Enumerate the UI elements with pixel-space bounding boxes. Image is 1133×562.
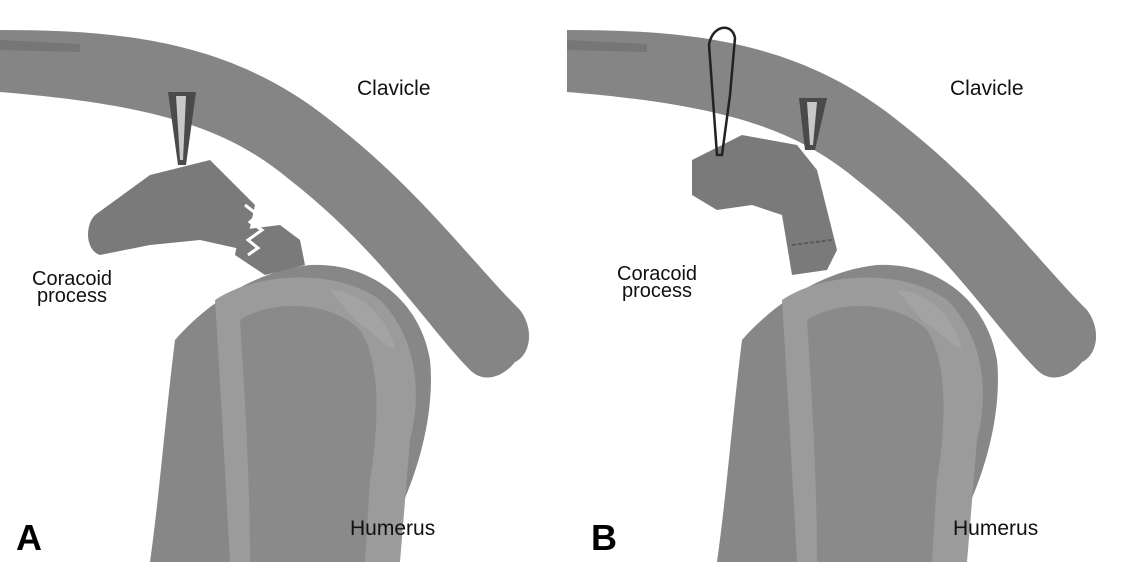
clavicle-label: Clavicle xyxy=(950,78,1024,99)
clavicle-label: Clavicle xyxy=(357,78,431,99)
panel-a: Clavicle Coracoid process Humerus A xyxy=(0,0,566,562)
humerus-label: Humerus xyxy=(953,518,1038,539)
coracoid-fixed xyxy=(692,135,837,275)
coracoid-label-line2: process xyxy=(32,288,112,305)
panel-letter: B xyxy=(591,520,617,556)
panel-letter: A xyxy=(16,520,42,556)
coracoid-fragment xyxy=(88,160,255,255)
coracoid-process-label: Coracoid process xyxy=(617,266,697,300)
panel-b: Clavicle Coracoid process Humerus B xyxy=(567,0,1133,562)
humerus-label: Humerus xyxy=(350,518,435,539)
coracoid-label-line2: process xyxy=(617,283,697,300)
coracoid-process-label: Coracoid process xyxy=(32,271,112,305)
